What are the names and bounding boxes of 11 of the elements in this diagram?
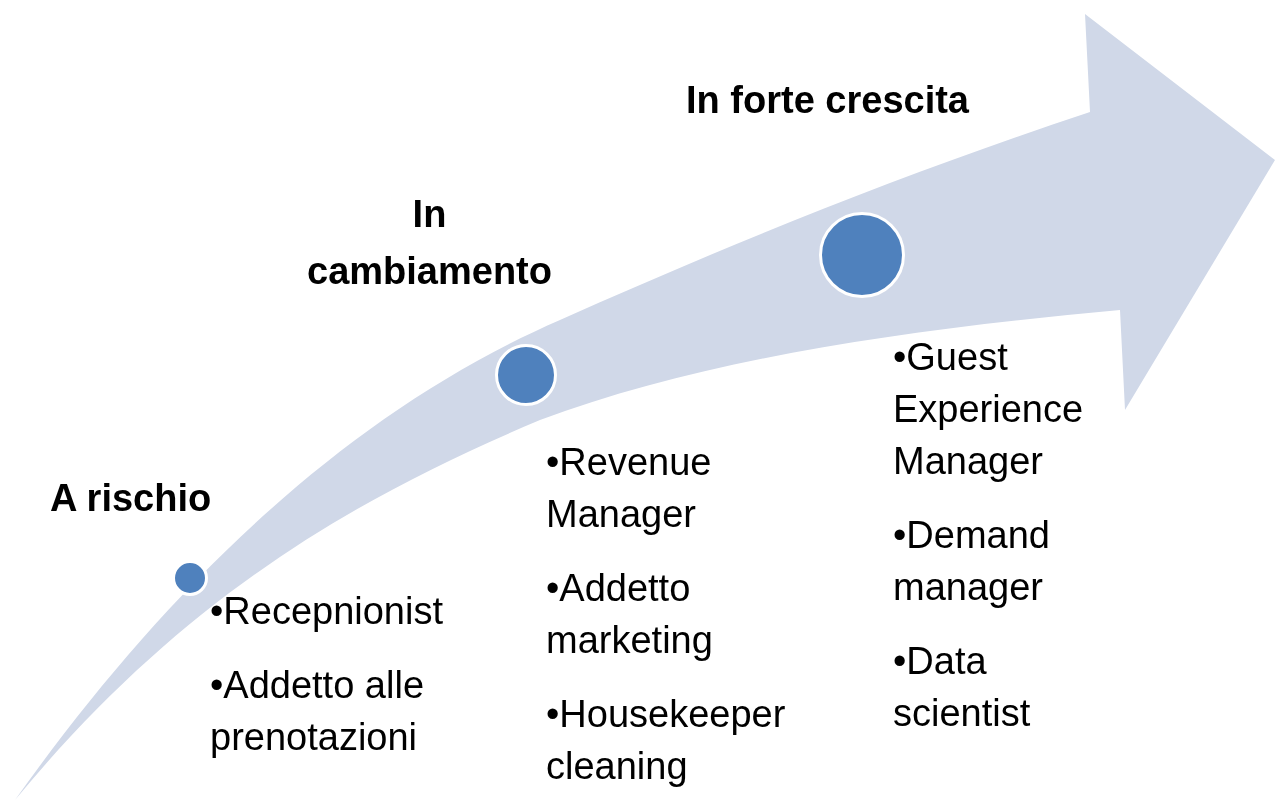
job-role-item: •Guest Experience Manager	[893, 335, 1085, 484]
job-role-item: •Housekeeper cleaning	[546, 692, 787, 789]
stage-heading: In forte crescita	[686, 78, 970, 123]
job-role-item: •Data scientist	[893, 639, 1032, 736]
job-role-item: •Revenue Manager	[546, 440, 713, 537]
job-role-item: •Recepnionist	[210, 589, 444, 634]
stage-heading: A rischio	[50, 476, 213, 521]
job-role-item: •Addetto alle prenotazioni	[210, 663, 425, 760]
job-role-item: •Addetto marketing	[546, 566, 714, 663]
stage-heading: In cambiamento	[306, 192, 553, 294]
job-role-item: •Demand manager	[893, 513, 1051, 610]
